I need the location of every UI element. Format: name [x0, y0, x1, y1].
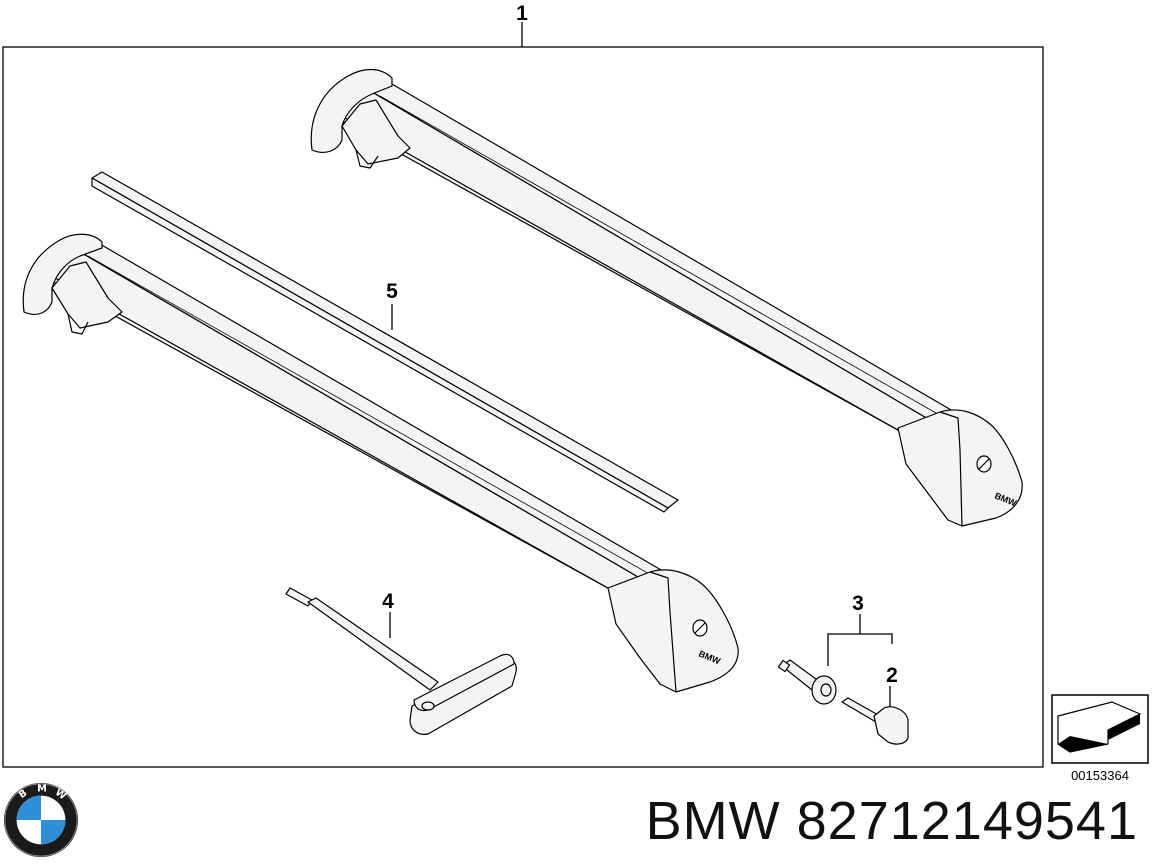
callout-4: 4 [382, 590, 394, 613]
callout-5: 5 [386, 280, 398, 303]
brand-name: BMW [645, 791, 781, 851]
t-handle-tool [285, 587, 517, 735]
part-title: BMW 82712149541 [646, 790, 1138, 852]
diagram-number: 00153364 [1071, 768, 1129, 783]
lock-cylinder [777, 659, 837, 705]
crossbar-front [22, 233, 739, 693]
next-page-arrow-icon[interactable] [1051, 694, 1149, 764]
logo-letter-m: M [37, 784, 47, 795]
part-number: 82712149541 [796, 791, 1138, 851]
diagram-frame [2, 46, 1044, 768]
callout-3: 3 [852, 592, 864, 615]
rubber-strip [91, 171, 679, 513]
callout-1: 1 [516, 2, 528, 25]
lock-key [841, 697, 909, 745]
crossbar-rear [310, 68, 1023, 527]
bmw-roundel-icon: B M W [3, 782, 79, 858]
callout-2: 2 [886, 664, 898, 687]
